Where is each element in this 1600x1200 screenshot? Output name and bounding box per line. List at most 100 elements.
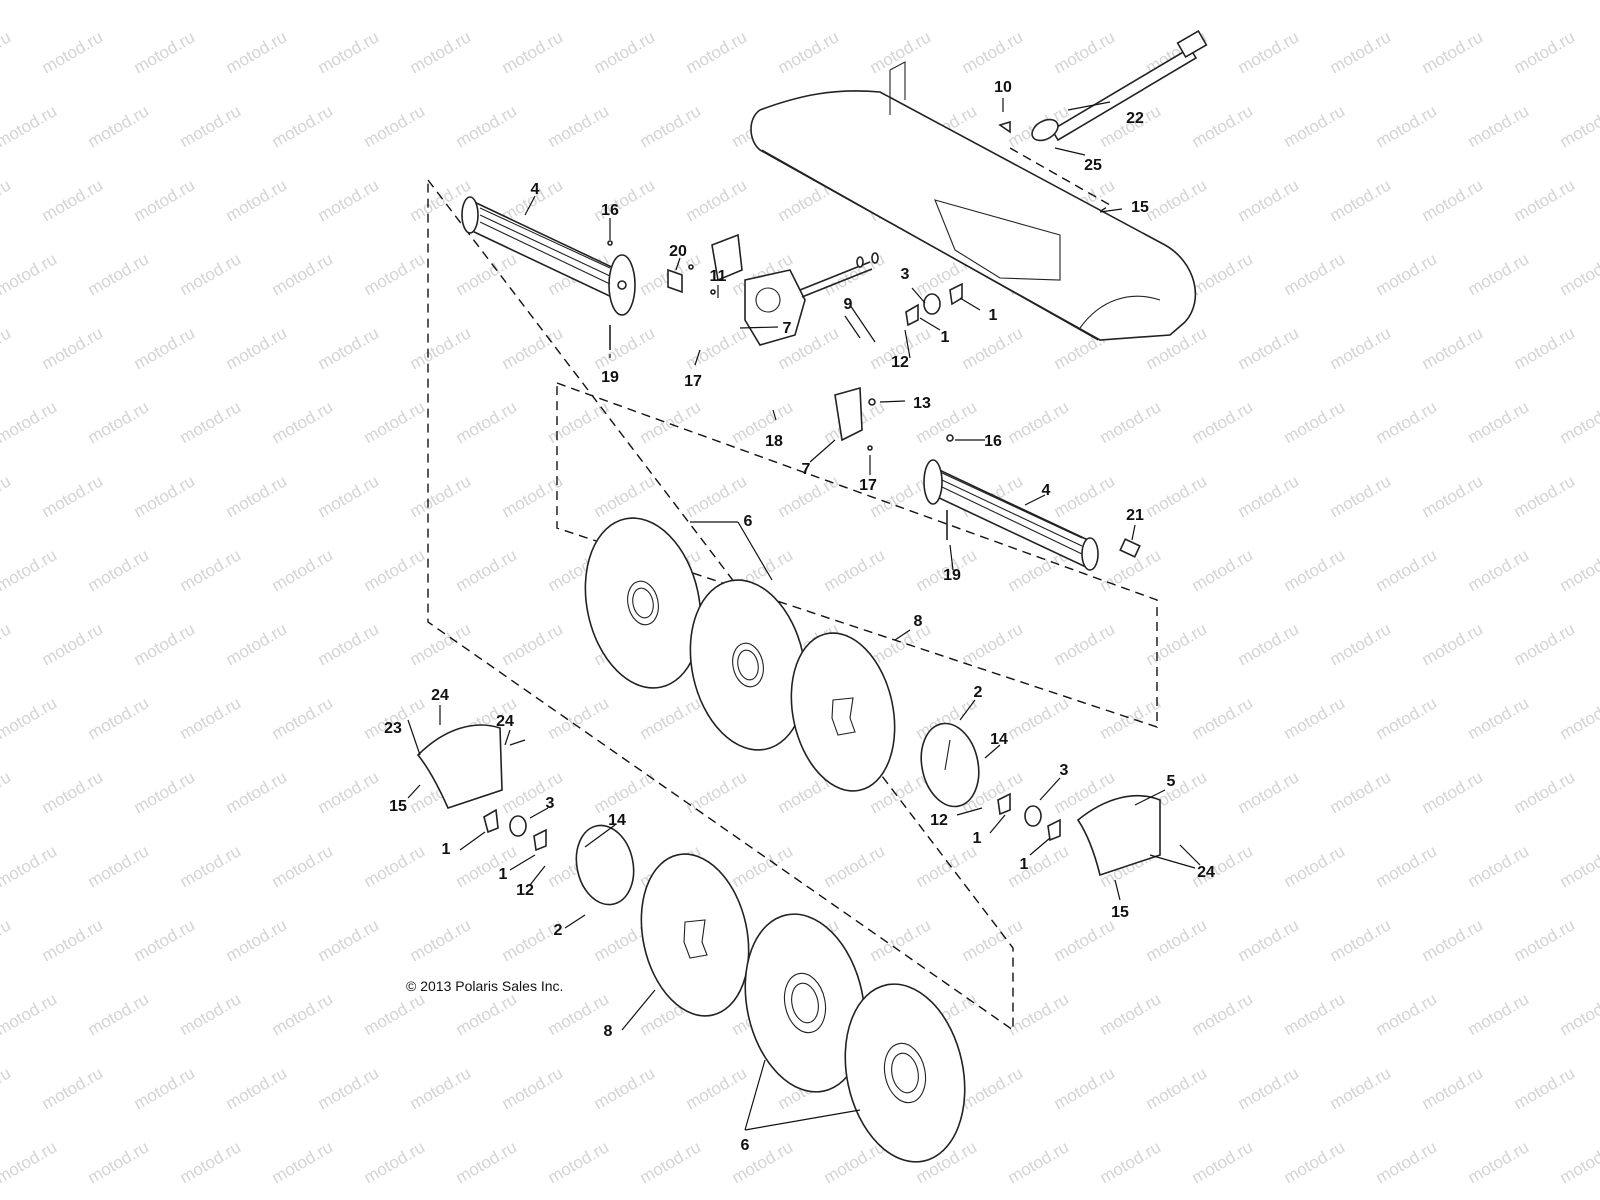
chaincase-housing [750,61,1197,341]
watermark-text: motod.ru [1419,27,1487,77]
watermark-text: motod.ru [131,175,199,225]
callout-20: 20 [669,243,687,260]
watermark-text: motod.ru [1097,397,1165,447]
callout-15: 15 [1131,199,1149,216]
watermark-text: motod.ru [361,249,429,299]
watermark-text: motod.ru [1051,915,1119,965]
watermark-text: motod.ru [1373,545,1441,595]
watermark-text: motod.ru [1327,1063,1395,1113]
callout-14: 14 [608,812,626,829]
watermark-text: motod.ru [1097,989,1165,1039]
dashed-outline-inner [556,382,1158,728]
watermark-text: motod.ru [591,27,659,77]
wheel-upper-1 [584,517,702,689]
watermark-text: motod.ru [959,915,1027,965]
watermark-text: motod.ru [1557,0,1600,3]
watermark-text: motod.ru [729,841,797,891]
gearcase [744,261,873,346]
watermark-text: motod.ru [1281,249,1349,299]
watermark-text: motod.ru [315,915,383,965]
watermark-text: motod.ru [1143,915,1211,965]
callout-5: 5 [1167,773,1176,790]
watermark-text: motod.ru [453,397,521,447]
watermark-text: motod.ru [1097,1137,1165,1187]
watermark-text: motod.ru [407,1063,475,1113]
watermark-text: motod.ru [407,471,475,521]
watermark-text: motod.ru [1235,27,1303,77]
watermark-text: motod.ru [1465,0,1533,3]
watermark-text: motod.ru [729,1137,797,1187]
watermark-text: motod.ru [1189,249,1257,299]
watermark-text: motod.ru [1281,545,1349,595]
watermark-text: motod.ru [0,397,60,447]
watermark-text: motod.ru [1189,693,1257,743]
callout-labels: 22 10 25 15 4 16 20 11 19 7 17 9 3 1 1 1… [384,79,1215,1154]
watermark-text: motod.ru [1557,545,1600,595]
callout-12: 12 [930,812,948,829]
watermark-text: motod.ru [1281,693,1349,743]
watermark-text: motod.ru [1097,0,1165,3]
watermark-text: motod.ru [637,397,705,447]
watermark-text: motod.ru [1235,915,1303,965]
watermark-text: motod.ru [1327,915,1395,965]
watermark-text: motod.ru [1281,841,1349,891]
watermark-text: motod.ru [85,545,153,595]
callout-1: 1 [442,841,451,858]
callout-13: 13 [913,395,931,412]
bearing-guard-left [416,724,503,809]
watermark-text: motod.ru [453,1137,521,1187]
watermark-text: motod.ru [959,27,1027,77]
watermark-text: motod.ru [1465,545,1533,595]
track-shaft-upper [461,196,636,316]
watermark-text: motod.ru [223,471,291,521]
spacer-lower [575,824,635,906]
watermark-text: motod.ru [361,989,429,1039]
copyright-notice: © 2013 Polaris Sales Inc. [406,978,564,994]
watermark-text: motod.ru [0,27,14,77]
leader-lines [407,98,1201,1131]
watermark-text: motod.ru [39,323,107,373]
watermark-text: motod.ru [0,0,60,3]
watermark-text: motod.ru [1005,841,1073,891]
watermark-text: motod.ru [499,471,567,521]
watermark-text: motod.ru [85,989,153,1039]
watermark-text: motod.ru [177,545,245,595]
watermark-text: motod.ru [1051,619,1119,669]
watermark-text: motod.ru [177,989,245,1039]
watermark-text: motod.ru [499,767,567,817]
watermark-text: motod.ru [85,101,153,151]
callout-2: 2 [974,684,983,701]
watermark-text: motod.ru [315,619,383,669]
watermark-text: motod.ru [545,0,613,3]
watermark-text: motod.ru [0,545,60,595]
callout-3: 3 [901,266,910,283]
callout-7: 7 [802,461,811,478]
watermark-text: motod.ru [1189,989,1257,1039]
watermark-text: motod.ru [223,915,291,965]
watermark-text: motod.ru [315,1063,383,1113]
watermark-text: motod.ru [0,915,14,965]
watermark-text: motod.ru [1143,1063,1211,1113]
watermark-text: motod.ru [1373,1137,1441,1187]
watermark-text: motod.ru [1465,249,1533,299]
watermark-text: motod.ru [683,27,751,77]
watermark-text: motod.ru [499,27,567,77]
watermark-text: motod.ru [591,471,659,521]
watermark-text: motod.ru [1511,471,1579,521]
watermark-text: motod.ru [0,841,60,891]
callout-24: 24 [1197,864,1215,881]
watermark-text: motod.ru [1557,989,1600,1039]
watermark-text: motod.ru [177,101,245,151]
watermark-text: motod.ru [1005,397,1073,447]
watermark-text: motod.ru [821,545,889,595]
watermark-text: motod.ru [269,249,337,299]
watermark-text: motod.ru [131,27,199,77]
watermark-text: motod.ru [637,1137,705,1187]
callout-10: 10 [994,79,1012,96]
watermark-text: motod.ru [1327,175,1395,225]
watermark-text: motod.ru [1419,915,1487,965]
wheel-lower-1 [744,913,866,1093]
watermark-text: motod.ru [315,27,383,77]
watermark-text: motod.ru [269,545,337,595]
watermark-text: motod.ru [821,1137,889,1187]
